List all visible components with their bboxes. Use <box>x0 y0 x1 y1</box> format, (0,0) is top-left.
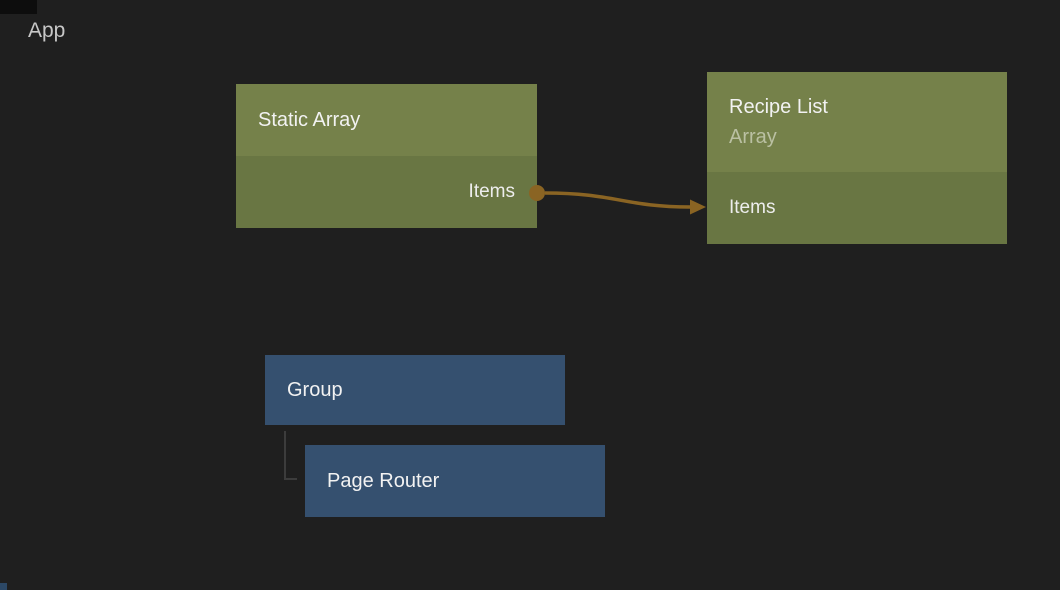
connection-wire[interactable] <box>544 191 691 209</box>
input-port-items[interactable]: Items <box>707 172 1007 244</box>
window-corner <box>0 0 37 14</box>
hierarchy-line-vertical <box>284 431 286 480</box>
canvas-corner-indicator <box>0 583 7 590</box>
hierarchy-line-horizontal <box>284 478 297 480</box>
node-title: Recipe List <box>729 96 828 118</box>
output-port-items[interactable]: Items <box>236 156 537 228</box>
output-port-dot[interactable] <box>529 185 545 201</box>
node-header: Recipe List Array <box>707 72 1007 172</box>
node-header: Group <box>265 355 565 425</box>
port-label: Items <box>468 181 515 202</box>
port-label: Items <box>729 197 776 218</box>
node-page-router[interactable]: Page Router <box>305 445 605 517</box>
node-title: Static Array <box>258 109 361 131</box>
node-recipe-list[interactable]: Recipe List Array Items <box>707 72 1007 244</box>
node-port-section: Items <box>707 172 1007 244</box>
breadcrumb-app-label: App <box>28 19 66 42</box>
node-title: Page Router <box>327 470 440 492</box>
node-static-array[interactable]: Static Array Items <box>236 84 537 228</box>
connection-arrowhead-icon <box>690 199 706 215</box>
node-title: Group <box>287 379 343 401</box>
node-header: Page Router <box>305 445 605 517</box>
node-header: Static Array <box>236 84 537 156</box>
node-subtitle: Array <box>729 126 777 148</box>
node-port-section: Items <box>236 156 537 228</box>
node-group[interactable]: Group <box>265 355 565 425</box>
